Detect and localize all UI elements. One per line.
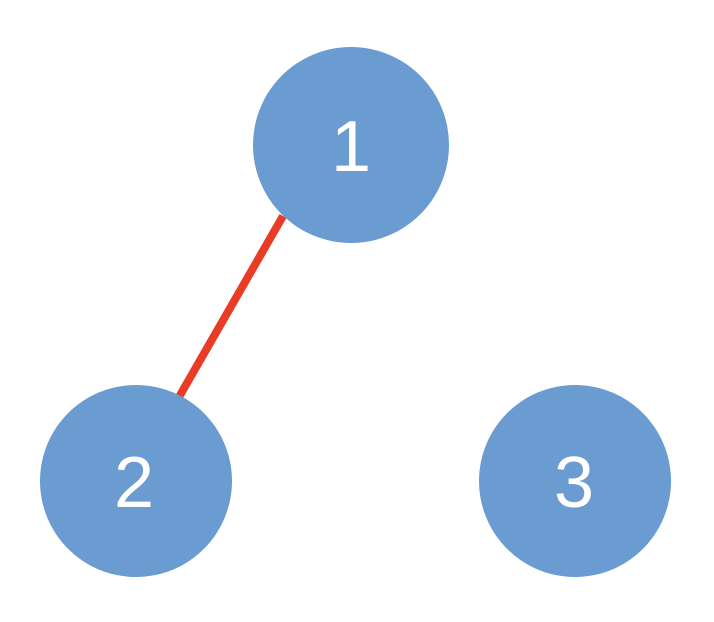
- node-3-circle[interactable]: [479, 385, 671, 577]
- edge-node1-node2[interactable]: [175, 214, 287, 399]
- node-1-circle[interactable]: [253, 47, 449, 243]
- nodes-layer: 1 2 3: [40, 47, 671, 577]
- node-3[interactable]: 3: [479, 385, 671, 577]
- node-3-label: 3: [554, 443, 594, 523]
- node-1-label: 1: [331, 107, 371, 187]
- node-2-circle[interactable]: [40, 385, 232, 577]
- edges-layer: [175, 214, 287, 399]
- node-2[interactable]: 2: [40, 385, 232, 577]
- node-1[interactable]: 1: [253, 47, 449, 243]
- node-2-label: 2: [114, 443, 154, 523]
